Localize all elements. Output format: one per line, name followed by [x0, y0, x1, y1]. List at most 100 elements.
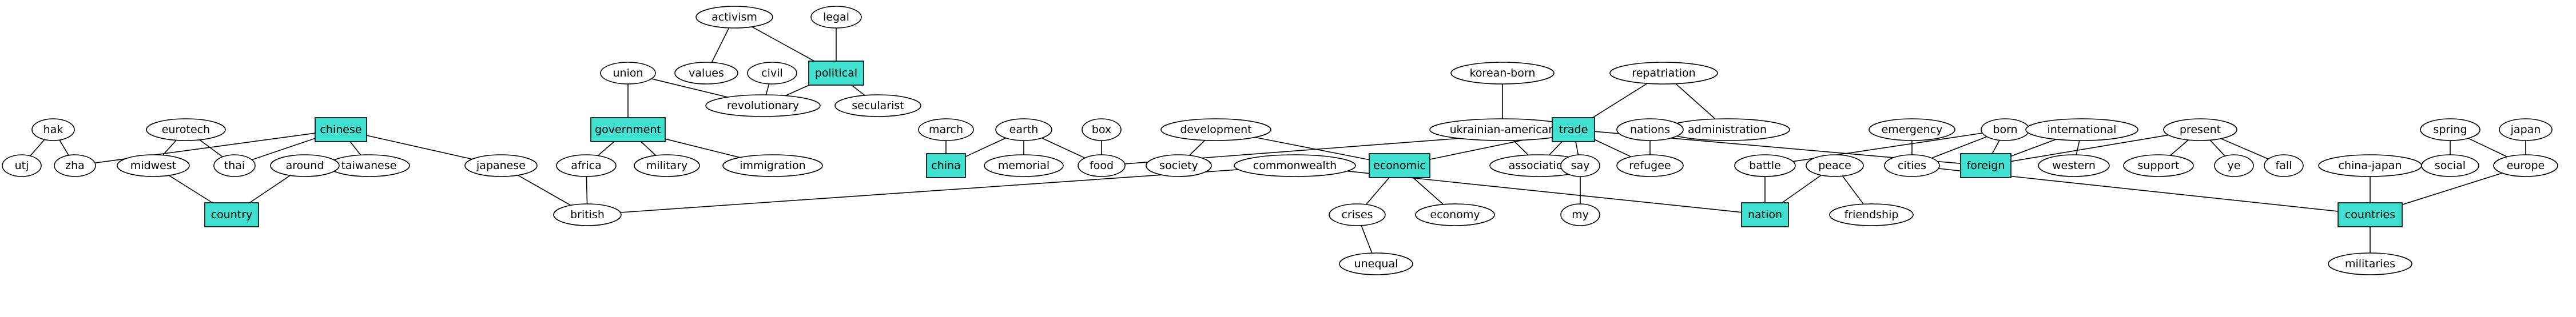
edge-earth-food	[1041, 137, 1086, 159]
label-activism: activism	[711, 11, 757, 23]
label-ye: ye	[2228, 159, 2241, 172]
label-economic: economic	[1373, 159, 1426, 172]
label-my: my	[1572, 208, 1589, 221]
node-fall: fall	[2264, 154, 2304, 177]
ellipse-union	[600, 62, 656, 85]
node-spring: spring	[2420, 118, 2480, 141]
edge-crises-unequal	[1361, 225, 1373, 254]
node-zha: zha	[54, 154, 96, 177]
label-born: born	[1993, 123, 2017, 136]
edge-peace-friendship	[1842, 175, 1864, 204]
edge-trade-refugee	[1594, 139, 1632, 158]
ellipse-british	[553, 203, 622, 226]
label-revolutionary: revolutionary	[727, 99, 799, 112]
node-unequal: unequal	[1339, 252, 1413, 275]
label-economy: economy	[1430, 208, 1480, 221]
edge-government-immigration	[665, 138, 740, 158]
node-commonwealth: commonwealth	[1234, 154, 1356, 177]
ellipse-fall	[2264, 154, 2304, 177]
box-economic	[1369, 153, 1430, 178]
label-midwest: midwest	[130, 159, 176, 172]
node-china: china	[926, 153, 966, 178]
ellipse-cities	[1884, 154, 1940, 177]
label-europe: europe	[2507, 159, 2545, 172]
node-taiwanese: taiwanese	[328, 154, 410, 177]
label-british: british	[570, 208, 605, 221]
edge-chinese-thai	[252, 138, 316, 160]
node-secularist: secularist	[834, 94, 921, 117]
label-military: military	[646, 159, 688, 172]
node-government: government	[590, 117, 666, 142]
node-africa: africa	[556, 154, 617, 177]
node-economic: economic	[1369, 153, 1430, 178]
edge-chinese-taiwanese	[349, 141, 361, 155]
ellipse-utj	[2, 154, 42, 177]
box-nation	[1741, 202, 1789, 227]
label-international: international	[2048, 123, 2117, 136]
node-british: british	[553, 203, 622, 226]
label-legal: legal	[823, 11, 849, 23]
edge-development-economic	[1255, 137, 1370, 160]
label-taiwanese: taiwanese	[341, 159, 397, 172]
node-support: support	[2123, 154, 2194, 177]
label-civil: civil	[761, 67, 783, 79]
ellipse-international	[2025, 118, 2138, 141]
edge-present-foreign	[2010, 134, 2169, 162]
node-cities: cities	[1884, 154, 1940, 177]
label-secularist: secularist	[852, 99, 904, 112]
edge-earth-china	[965, 137, 1006, 158]
label-box: box	[1092, 123, 1111, 136]
label-china-japan: china-japan	[2339, 159, 2402, 172]
box-china	[926, 153, 966, 178]
ellipse-midwest	[117, 154, 190, 177]
box-countries	[2338, 202, 2403, 227]
edge-union-revolutionary	[651, 78, 728, 98]
edge-repatriation-trade	[1592, 83, 1648, 118]
ellipse-friendship	[1829, 203, 1914, 226]
ellipse-eurotech	[146, 118, 226, 141]
ellipse-values	[674, 62, 738, 85]
edge-repatriation-administration	[1675, 83, 1716, 119]
node-emergency: emergency	[1869, 118, 1955, 141]
node-country: country	[204, 202, 259, 227]
node-memorial: memorial	[984, 154, 1064, 177]
label-social: social	[2435, 159, 2466, 172]
ellipse-activism	[695, 6, 773, 29]
label-association: association	[1509, 159, 1570, 172]
edge-hak-zha	[59, 139, 69, 156]
node-chinese: chinese	[315, 117, 367, 142]
label-spring: spring	[2433, 123, 2467, 136]
node-countries: countries	[2338, 202, 2403, 227]
label-emergency: emergency	[1882, 123, 1943, 136]
node-ukrainian-american: ukrainian-american	[1429, 118, 1576, 141]
ellipse-battle	[1734, 154, 1796, 177]
ellipse-society	[1146, 154, 1212, 177]
node-europe: europe	[2493, 154, 2558, 177]
box-government	[590, 117, 666, 142]
label-nation: nation	[1748, 208, 1782, 221]
node-eurotech: eurotech	[146, 118, 226, 141]
edge-government-military	[641, 141, 657, 156]
node-revolutionary: revolutionary	[705, 94, 821, 117]
label-africa: africa	[571, 159, 602, 172]
ellipse-secularist	[834, 94, 921, 117]
label-friendship: friendship	[1844, 208, 1899, 221]
edge-commonwealth-british	[620, 169, 1239, 213]
box-trade	[1552, 117, 1595, 142]
node-nation: nation	[1741, 202, 1789, 227]
ellipse-crises	[1329, 203, 1386, 226]
label-western: western	[2052, 159, 2096, 172]
ellipse-say	[1560, 154, 1600, 177]
ellipse-civil	[747, 62, 797, 85]
node-administration: administration	[1664, 118, 1790, 141]
edge-eurotech-thai	[199, 139, 223, 158]
ellipse-europe	[2493, 154, 2558, 177]
ellipse-africa	[556, 154, 617, 177]
node-midwest: midwest	[117, 154, 190, 177]
ellipse-my	[1560, 203, 1600, 226]
ellipse-emergency	[1869, 118, 1955, 141]
label-immigration: immigration	[740, 159, 805, 172]
edge-around-country	[249, 175, 291, 203]
node-born: born	[1981, 118, 2030, 141]
